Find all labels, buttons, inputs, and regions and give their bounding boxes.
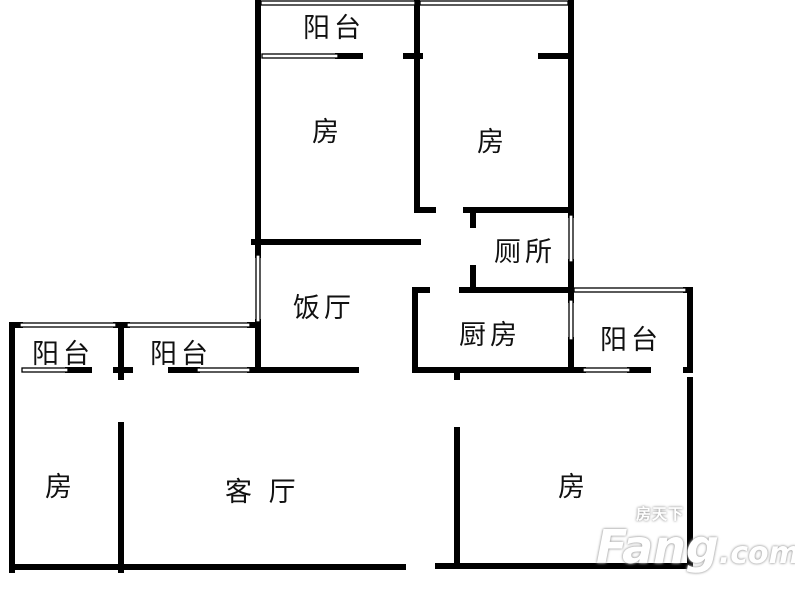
watermark-brand: Fang [596,520,719,574]
room-label-balcony-left-1: 阳台 [32,339,94,370]
room-label-toilet: 厕所 [494,237,556,268]
watermark-suffix: .com [718,536,795,571]
room-label-balcony-left-2: 阳台 [150,339,212,370]
room-label-bedroom-top-right: 房 [477,127,508,158]
watermark-cn: 房天下 [636,505,685,523]
room-label-balcony-top: 阳台 [303,13,365,44]
room-label-balcony-right: 阳台 [600,325,662,356]
room-label-bedroom-right: 房 [558,472,589,503]
room-label-living-room: 客 厅 [225,477,300,508]
watermark-brand-row: Fang.com [596,523,795,582]
room-label-bedroom-left: 房 [45,472,76,503]
windows [19,0,687,373]
room-label-kitchen: 厨房 [459,320,521,351]
room-label-bedroom-top-left: 房 [312,117,343,148]
fang-watermark-logo: 房天下 Fang.com [596,506,795,582]
room-label-dining: 饭厅 [293,293,355,324]
